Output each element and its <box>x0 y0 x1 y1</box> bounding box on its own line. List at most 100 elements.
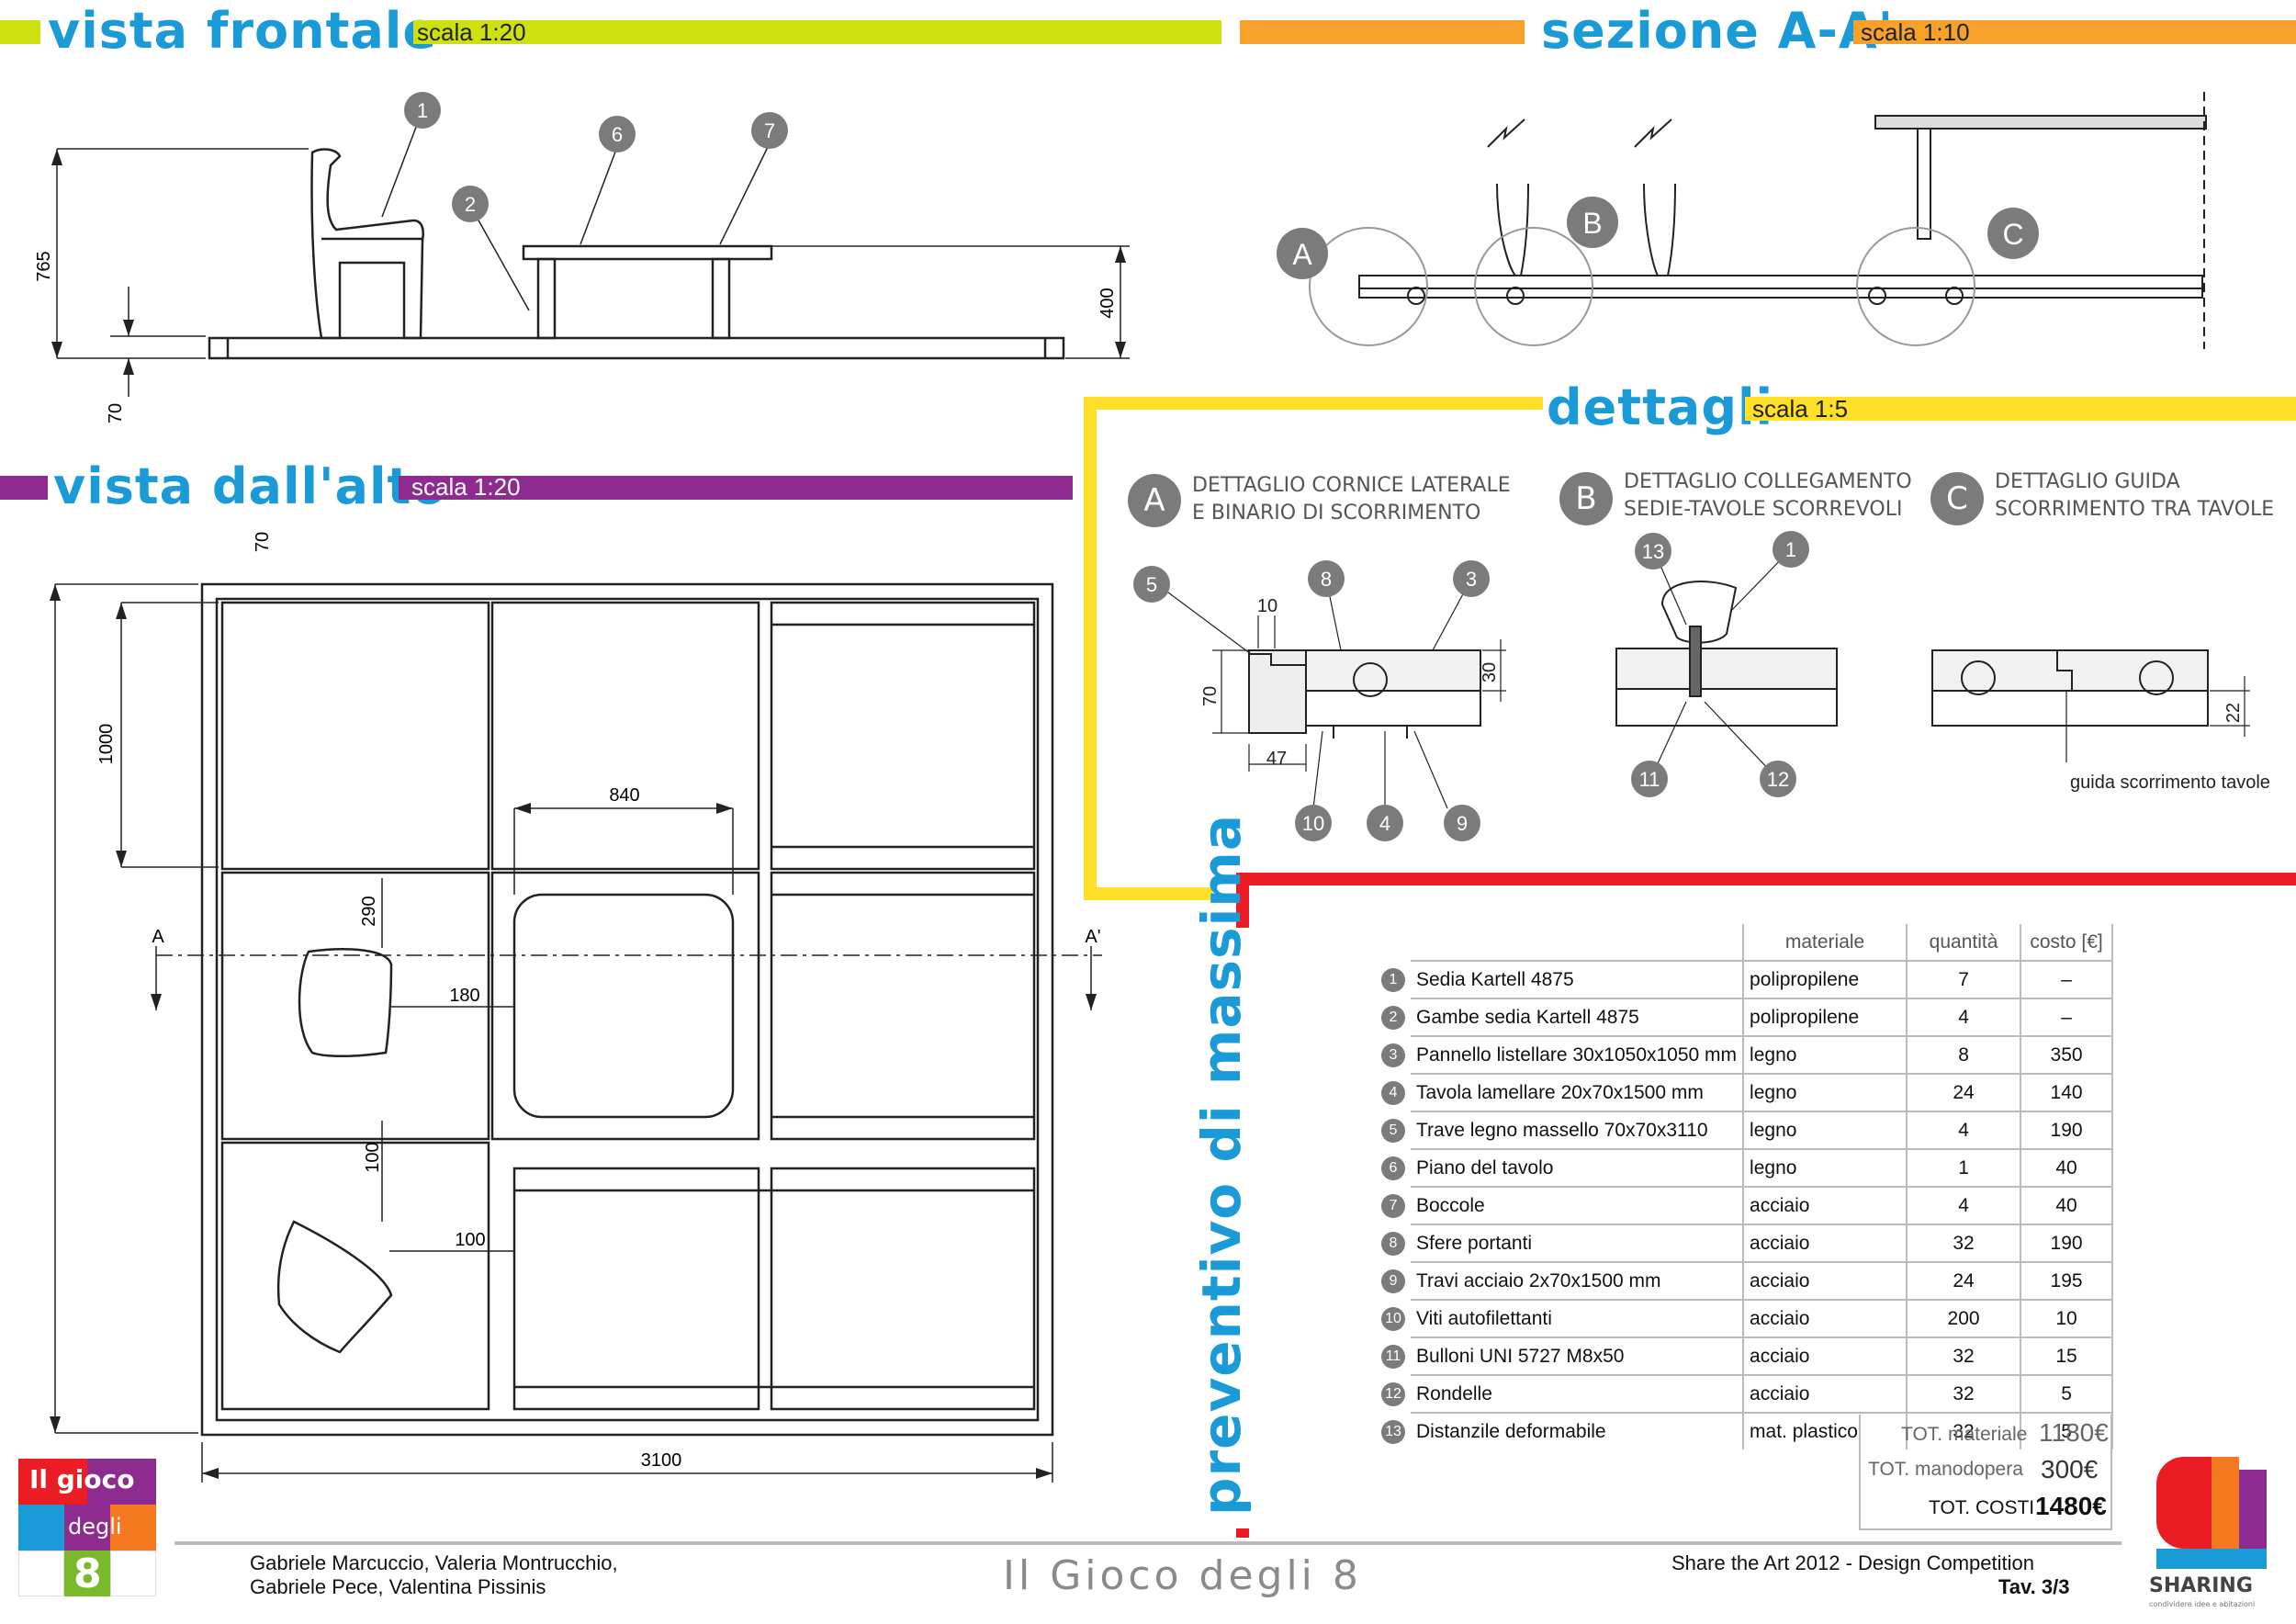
top-title-bar <box>399 476 1073 500</box>
row-cost: 5 <box>2020 1374 2114 1413</box>
row-material: legno <box>1742 1148 1908 1187</box>
logo-right-tagline: condividere idee e abitazioni <box>2149 1600 2256 1608</box>
dim-840: 840 <box>609 785 639 806</box>
row-cost: 190 <box>2020 1224 2114 1262</box>
row-quantity: 32 <box>1906 1374 2021 1413</box>
total-material-value: 1180€ <box>2039 1418 2109 1447</box>
detail-b-callout-1: 1 <box>1785 538 1796 561</box>
detail-a-badge: A <box>1128 474 1181 527</box>
sheet-number: Tav. 3/3 <box>1998 1575 2070 1598</box>
detail-a-dim-10: 10 <box>1257 596 1277 616</box>
row-quantity: 24 <box>1906 1073 2021 1111</box>
section-view-title: sezione A-A' <box>1541 2 1895 60</box>
detail-a-drawing: 10 70 30 47 5 8 3 10 4 9 <box>1133 560 1506 841</box>
row-name: Sfere portanti <box>1411 1224 1744 1262</box>
row-cost: – <box>2020 960 2114 998</box>
detail-c-note: guida scorrimento tavole <box>2070 773 2270 793</box>
callout-6: 6 <box>612 123 623 146</box>
dim-100-horizontal: 100 <box>455 1230 485 1250</box>
detail-b-title-1: DETTAGLIO COLLEGAMENTO <box>1624 470 1912 493</box>
row-number: 3 <box>1378 1036 1411 1074</box>
header-cost: costo [€] <box>2020 924 2114 961</box>
dim-765: 765 <box>34 251 54 281</box>
row-material: acciaio <box>1742 1299 1908 1337</box>
section-title-bar-left <box>1240 20 1525 44</box>
detail-b-title-2: SEDIE-TAVOLE SCORREVOLI <box>1624 498 1903 521</box>
row-number: 10 <box>1378 1300 1411 1337</box>
row-name: Pannello listellare 30x1050x1050 mm <box>1411 1035 1744 1074</box>
logo-left: Il gioco degli 8 <box>18 1459 156 1597</box>
row-cost: 190 <box>2020 1111 2114 1149</box>
row-name: Gambe sedia Kartell 4875 <box>1411 998 1744 1036</box>
row-number: 7 <box>1378 1187 1411 1224</box>
dim-400: 400 <box>1097 288 1118 318</box>
row-cost: 140 <box>2020 1073 2114 1111</box>
front-view-drawing: 765 70 400 1 2 6 7 <box>34 92 1130 423</box>
detail-a-dim-47: 47 <box>1266 749 1287 769</box>
detail-a-title-1: DETTAGLIO CORNICE LATERALE <box>1192 474 1511 497</box>
section-circle-a: A <box>1292 238 1312 271</box>
detail-a-callout-5: 5 <box>1146 573 1157 596</box>
row-quantity: 4 <box>1906 1186 2021 1224</box>
detail-b-callout-13: 13 <box>1642 540 1664 563</box>
row-number: 13 <box>1378 1413 1411 1449</box>
row-name: Piano del tavolo <box>1411 1148 1744 1187</box>
detail-a-dim-70: 70 <box>1200 686 1221 706</box>
detail-a-title-2: E BINARIO DI SCORRIMENTO <box>1192 502 1481 524</box>
row-number: 8 <box>1378 1224 1411 1262</box>
row-number: 5 <box>1378 1111 1411 1149</box>
detail-a-callout-10: 10 <box>1302 812 1324 835</box>
totals-box <box>1859 1415 2112 1530</box>
budget-frame-dot <box>1236 1528 1249 1538</box>
detail-c-title-2: SCORRIMENTO TRA TAVOLE <box>1995 498 2275 521</box>
top-view-title: vista dall'alto <box>53 457 447 515</box>
section-mark-a: A <box>152 927 164 947</box>
top-title-bar-left <box>0 476 48 500</box>
details-frame-left <box>1084 397 1097 900</box>
front-title-bar <box>413 20 1221 44</box>
logo-left-line2: degli <box>68 1514 122 1539</box>
details-title: dettagli <box>1547 378 1774 436</box>
row-material: legno <box>1742 1073 1908 1111</box>
dim-290: 290 <box>359 896 379 926</box>
logo-left-line1: Il gioco <box>29 1464 135 1494</box>
row-quantity: 4 <box>1906 998 2021 1036</box>
row-material: acciaio <box>1742 1261 1908 1300</box>
total-labour-label: TOT. manodopera <box>1868 1459 2023 1480</box>
detail-c-title-1: DETTAGLIO GUIDA <box>1995 470 2180 493</box>
total-material-label: TOT. materiale <box>1901 1424 2028 1445</box>
row-quantity: 32 <box>1906 1224 2021 1262</box>
row-material: polipropilene <box>1742 960 1908 998</box>
detail-b-callout-11: 11 <box>1639 768 1660 791</box>
front-view-title: vista frontale <box>48 2 437 60</box>
section-circle-b: B <box>1582 207 1602 240</box>
dim-70-top: 70 <box>253 532 273 552</box>
detail-c-drawing: 22 guida scorrimento tavole <box>1931 649 2270 793</box>
row-name: Trave legno massello 70x70x3110 <box>1411 1111 1744 1149</box>
section-view-scale: scala 1:10 <box>1861 18 1970 46</box>
budget-title: preventivo di massima <box>1190 813 1253 1516</box>
detail-b-drawing: 13 1 11 12 <box>1615 531 1838 797</box>
dim-1000: 1000 <box>96 724 117 765</box>
row-number: 6 <box>1378 1149 1411 1187</box>
row-quantity: 1 <box>1906 1148 2021 1187</box>
section-mark-a-prime: A' <box>1085 927 1100 947</box>
logo-right-name: SHARING <box>2149 1574 2253 1597</box>
row-number: 12 <box>1378 1375 1411 1413</box>
row-quantity: 8 <box>1906 1035 2021 1074</box>
row-material: legno <box>1742 1035 1908 1074</box>
detail-a-callout-3: 3 <box>1466 568 1477 591</box>
row-name: Rondelle <box>1411 1374 1744 1413</box>
row-number: 4 <box>1378 1074 1411 1111</box>
front-view-scale: scala 1:20 <box>417 18 526 46</box>
detail-c-badge: C <box>1930 472 1984 525</box>
detail-a-dim-30: 30 <box>1480 662 1500 682</box>
